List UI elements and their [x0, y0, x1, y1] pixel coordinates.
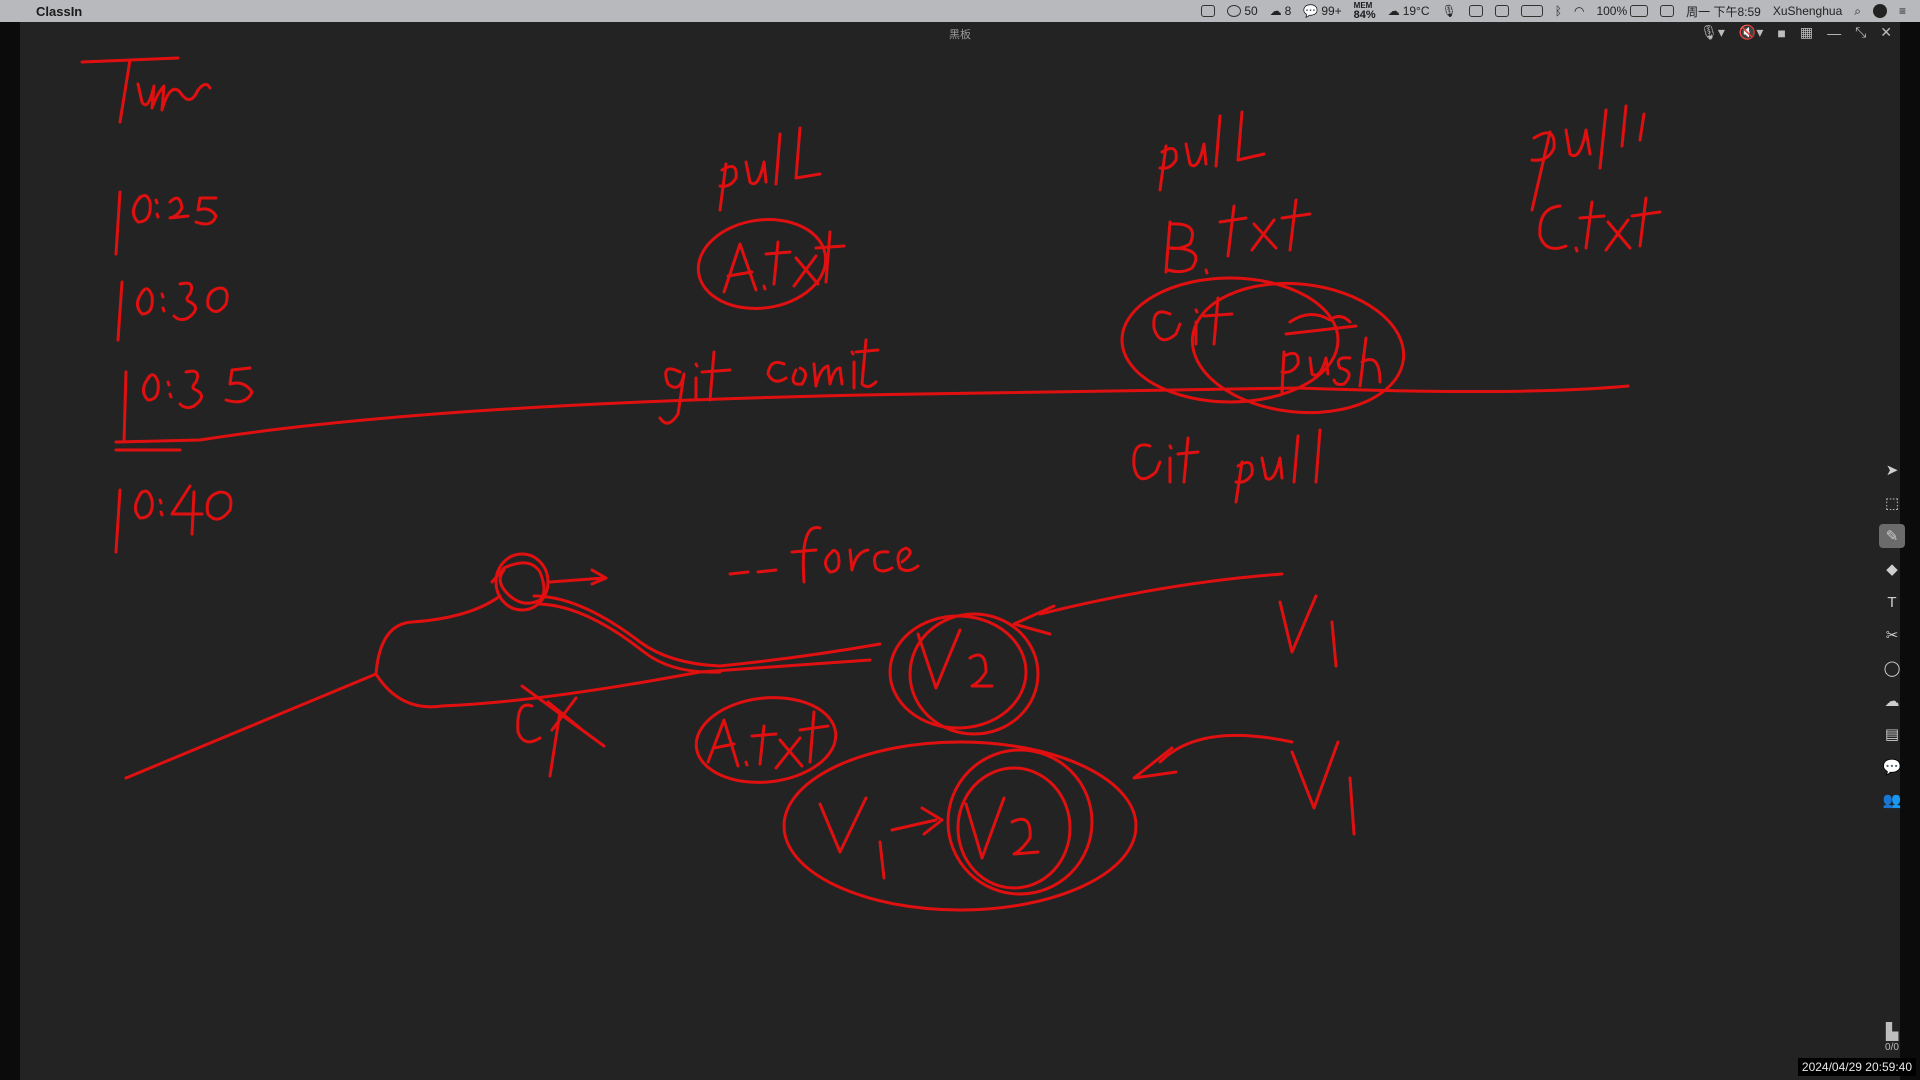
memory-value: 84%: [1353, 8, 1376, 21]
shape-icon[interactable]: ◯: [1883, 660, 1901, 677]
ink-pull-2: [1158, 110, 1266, 192]
activity-monitor-icon[interactable]: [1201, 5, 1216, 17]
page-counter[interactable]: ▙ 0/0: [1875, 1022, 1909, 1053]
page-counter-value: 0/0: [1885, 1042, 1899, 1053]
cpu-value: 50: [1244, 4, 1258, 18]
scissors-icon[interactable]: ✂: [1885, 627, 1899, 644]
siri-icon[interactable]: [1872, 4, 1887, 18]
restore-icon[interactable]: ⤡: [1855, 24, 1867, 40]
notification-center-icon[interactable]: ≡: [1898, 4, 1906, 18]
ink-1025: [114, 190, 218, 256]
layout-grid-icon[interactable]: ▦: [1799, 24, 1814, 40]
ink-v1-top: [1278, 594, 1338, 668]
wifi-icon[interactable]: ◠: [1573, 4, 1585, 18]
cloud-icon[interactable]: ☁: [1884, 693, 1900, 710]
spotlight-search-icon[interactable]: ⌕: [1854, 3, 1861, 18]
users-icon[interactable]: 👥: [1882, 792, 1902, 809]
battery-value: 100%: [1596, 4, 1628, 18]
memory-label: MEM: [1353, 0, 1373, 10]
minimize-icon[interactable]: —: [1827, 24, 1842, 41]
clock[interactable]: 周一 下午8:59: [1686, 4, 1761, 19]
ink-git-pull: [1132, 428, 1322, 504]
ink-v1-bottom: [1290, 740, 1356, 836]
ink-time: [80, 56, 212, 124]
input-method-icon[interactable]: [1520, 5, 1543, 17]
ink-git-commit: [658, 338, 880, 425]
ink-atxt-1: [696, 218, 846, 310]
temperature-value: 19°C: [1402, 4, 1430, 18]
toolbox-icon[interactable]: ▤: [1884, 726, 1900, 743]
pen-icon[interactable]: ✎: [1879, 524, 1905, 548]
select-icon[interactable]: ⬚: [1884, 495, 1900, 512]
window-title: 黑板: [949, 29, 971, 41]
app-name[interactable]: ClassIn: [36, 3, 83, 19]
ink-btxt: [1164, 198, 1312, 275]
ink-v1-v2: [782, 740, 1138, 912]
ink-1030: [116, 280, 229, 342]
bluetooth-icon[interactable]: ᛒ: [1554, 4, 1562, 18]
screen-icon[interactable]: [1468, 5, 1483, 17]
battery-status[interactable]: 100%: [1596, 4, 1649, 18]
ink-atxt-2: [694, 696, 838, 784]
cursor-icon[interactable]: ➤: [1885, 462, 1899, 479]
ink-arrow-2: [1132, 733, 1294, 780]
temperature-status[interactable]: ☁19°C: [1387, 4, 1430, 18]
ink-arrow-1: [1012, 572, 1284, 636]
ink-branch-graph: [124, 552, 882, 780]
whiteboard-toolbar: ➤ ⬚ ✎ ◆ T ✂ ◯ ☁ ▤ 💬 👥: [1872, 458, 1912, 812]
cpu-status[interactable]: 50: [1227, 4, 1258, 18]
control-center-icon[interactable]: [1660, 5, 1675, 17]
user-name[interactable]: XuShenghua: [1772, 4, 1843, 18]
left-border: [0, 22, 20, 1080]
window-titlebar: 黑板: [20, 22, 1900, 46]
page-icon: ▙: [1885, 1024, 1899, 1041]
close-icon[interactable]: ✕: [1880, 24, 1892, 40]
camera-icon[interactable]: ■: [1777, 24, 1786, 41]
wechat-badge: 99+: [1321, 4, 1342, 18]
ink-force: [728, 525, 920, 584]
speaker-mute-dropdown-icon[interactable]: 🔇▾: [1738, 24, 1764, 40]
whiteboard-canvas[interactable]: [20, 22, 1900, 1080]
ink-timeline-upper: [114, 384, 1630, 444]
ink-pull-1: [718, 126, 822, 212]
ink-1040: [114, 484, 233, 554]
text-icon[interactable]: T: [1887, 593, 1897, 611]
eraser-icon[interactable]: ◆: [1886, 561, 1898, 578]
weather-status[interactable]: ☁8: [1269, 4, 1292, 18]
calendar-icon[interactable]: [1494, 5, 1509, 17]
wechat-status[interactable]: 💬99+: [1303, 4, 1342, 18]
ink-v2-upper: [888, 612, 1040, 736]
recording-timestamp: 2024/04/29 20:59:40: [1797, 1058, 1916, 1076]
blackboard-window: 黑板 🎙▾ 🔇▾ ■ ▦ — ⤡ ✕: [20, 22, 1905, 1080]
ink-ctxt: [1538, 196, 1662, 253]
right-border: [1900, 22, 1920, 1080]
weather-count: 8: [1284, 4, 1292, 18]
microphone-icon[interactable]: 🎙: [1441, 4, 1457, 18]
ink-pull-3: [1530, 104, 1646, 212]
microphone-dropdown-icon[interactable]: 🎙▾: [1700, 24, 1725, 40]
ink-git-push: [1120, 276, 1406, 415]
chat-icon[interactable]: 💬: [1882, 759, 1902, 776]
window-controls: 🎙▾ 🔇▾ ■ ▦ — ⤡ ✕: [1700, 24, 1892, 41]
ink-1035: [122, 366, 254, 444]
